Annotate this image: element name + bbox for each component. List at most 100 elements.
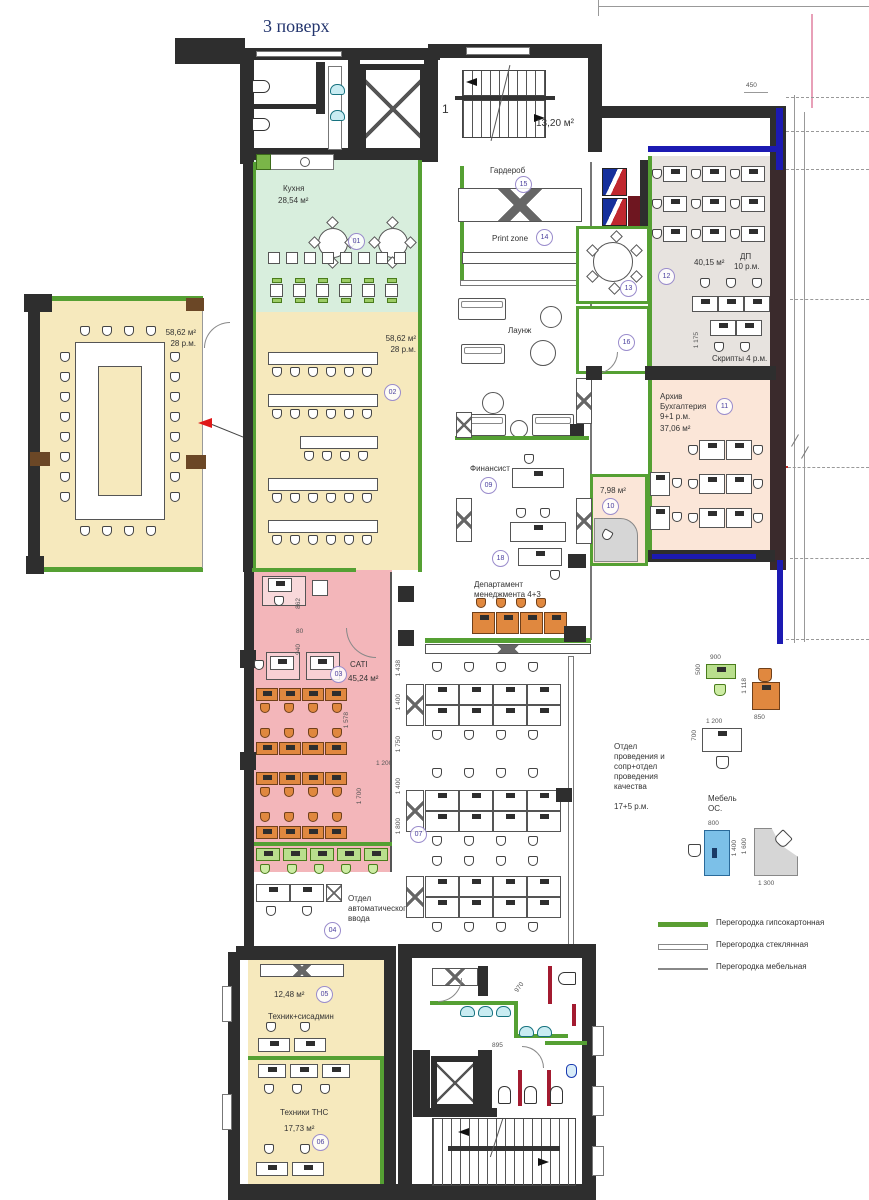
desk-unit	[730, 166, 765, 182]
table-unit	[339, 278, 352, 303]
desk	[741, 226, 765, 242]
chair	[332, 703, 342, 713]
chair	[496, 768, 506, 778]
chair	[432, 768, 442, 778]
legend-swatch-furniture	[658, 968, 708, 970]
chair	[271, 298, 282, 303]
desk	[425, 790, 459, 811]
desk-row	[425, 790, 561, 811]
desk	[702, 196, 726, 212]
window-blue	[648, 146, 776, 152]
desk-unit	[652, 226, 687, 242]
desk	[459, 790, 493, 811]
desk	[702, 226, 726, 242]
room-number-07: 07	[410, 826, 427, 843]
chair	[344, 409, 354, 419]
desk-row	[425, 811, 561, 832]
desk	[310, 848, 334, 861]
chair	[688, 513, 698, 523]
chair	[528, 856, 538, 866]
window	[592, 1026, 604, 1056]
desk-pair-row	[652, 226, 765, 242]
print-counter	[462, 252, 582, 264]
green-partition	[545, 1041, 587, 1045]
dim-500: 500	[695, 664, 702, 675]
door-arc	[438, 978, 462, 1002]
desk	[425, 897, 459, 918]
wall-segment	[348, 50, 360, 160]
desk	[726, 474, 752, 494]
column	[26, 556, 44, 574]
meeting-area-label: 58,62 м²	[165, 328, 196, 337]
wall-segment	[645, 366, 776, 380]
chair	[524, 454, 534, 464]
desk	[290, 884, 324, 902]
desk	[256, 742, 278, 755]
room05-area: 12,48 м²	[274, 990, 305, 999]
chair-row	[432, 768, 538, 778]
room-number-06: 06	[312, 1134, 329, 1151]
table	[270, 284, 283, 297]
chair-row	[304, 451, 368, 461]
wall-segment	[478, 966, 488, 996]
glass-strip	[425, 644, 591, 654]
desk	[493, 684, 527, 705]
sink	[460, 1006, 475, 1017]
vending-machine	[628, 196, 642, 226]
dim-tick	[744, 92, 768, 93]
table	[394, 252, 406, 264]
room04-name: Отдел автоматического ввода	[348, 894, 411, 923]
window-blue	[777, 560, 783, 644]
chair	[496, 856, 506, 866]
plant	[482, 392, 504, 414]
chair	[652, 229, 662, 239]
toilet	[558, 972, 576, 985]
furniture-title: Мебель ОС.	[708, 794, 737, 813]
chair	[170, 492, 180, 502]
chair	[753, 479, 763, 489]
chair	[528, 730, 538, 740]
chair	[60, 352, 70, 362]
chair-column	[60, 352, 70, 502]
chair	[308, 493, 318, 503]
grid-line	[598, 0, 599, 16]
chair	[528, 922, 538, 932]
desk-unit	[691, 196, 726, 212]
chair	[432, 836, 442, 846]
dim-1400: 1 400	[395, 694, 402, 711]
chair-row-orange	[260, 703, 342, 713]
toilet	[252, 80, 270, 93]
chair-row-orange	[260, 812, 342, 822]
desk-unit	[730, 196, 765, 212]
desk	[459, 684, 493, 705]
desk	[425, 684, 459, 705]
desk-row	[688, 474, 763, 494]
legend-label-gypsum: Перегородка гипсокартонная	[716, 918, 825, 927]
stair-run	[462, 100, 546, 138]
grid-dash	[786, 169, 869, 170]
glass-column	[406, 876, 424, 918]
chair	[362, 367, 372, 377]
desk-pair-row	[652, 196, 765, 212]
stair-arrow	[534, 114, 545, 122]
chair	[358, 451, 368, 461]
chair	[432, 730, 442, 740]
chair	[264, 1084, 274, 1094]
table	[304, 252, 316, 264]
dim-895: 895	[492, 1042, 503, 1049]
room-number-15: 15	[515, 176, 532, 193]
desk	[256, 826, 278, 839]
green-partition	[252, 842, 392, 846]
desk-row	[425, 705, 561, 726]
desk	[744, 296, 770, 312]
desk	[663, 196, 687, 212]
chair	[730, 199, 740, 209]
chair	[146, 526, 156, 536]
dining-table-row	[270, 278, 398, 303]
chair	[540, 508, 550, 518]
grid-dash	[790, 558, 869, 559]
desk	[512, 468, 564, 488]
wall-segment	[28, 296, 40, 572]
sofa	[458, 298, 506, 320]
room02-area: 58,62 м²	[385, 334, 416, 343]
